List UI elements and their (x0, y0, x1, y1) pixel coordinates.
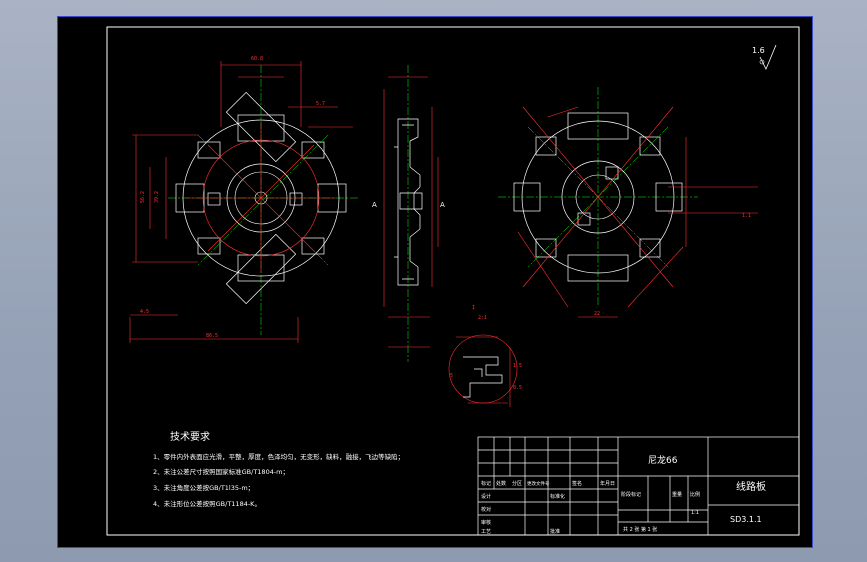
col-label: 处数 (496, 480, 506, 487)
dim-bottom-width: 86.5 (206, 333, 218, 339)
material: 尼龙66 (648, 454, 678, 466)
standardization-label: 标准化 (550, 493, 565, 500)
weight-label: 重量 (672, 491, 682, 498)
row-label: 审核 (481, 519, 491, 526)
row-label: 工艺 (481, 529, 491, 535)
detail-scale: 2:1 (478, 315, 487, 321)
sheet-info: 共 2 张 第 1 张 (623, 526, 657, 533)
tech-requirement-item: 2、未注公差尺寸按照国家标准GB/T1804-m； (153, 467, 289, 476)
tech-requirements: 技术要求 1、零件内外表面应光滑，平整，厚度，色泽均匀，无变形，缺料，融接，飞边… (153, 430, 404, 508)
tech-requirement-item: 3、未注角度公差按GB/T1l35-m； (153, 483, 254, 492)
tech-requirement-item: 4、未注形位公差按照GB/T1184-K。 (153, 499, 261, 508)
dim-right-small: 5.7 (316, 101, 325, 107)
dim-right-view-right: 1.1 (742, 213, 751, 219)
drawing-border (106, 26, 800, 536)
tech-requirements-title: 技术要求 (170, 430, 210, 443)
roughness-value: 1.6 (752, 46, 765, 55)
section-view: A A (372, 65, 445, 362)
scale-value: 1:1 (691, 510, 699, 516)
drawing-number: SD3.1.1 (730, 515, 762, 524)
dim-top-width: 60.8 (251, 56, 263, 62)
col-label: 更改文件号 (527, 480, 550, 487)
dim-bottom-left: 4.5 (140, 309, 149, 315)
cad-drawing[interactable]: 1.6 (58, 17, 812, 547)
dim-right-view-bottom: 22 (594, 311, 600, 317)
front-view: 60.8 56.2 39.2 86.5 4.5 5.7 (129, 56, 358, 343)
detail-caption: I (472, 305, 475, 311)
row-label: 校对 (481, 506, 491, 513)
stage-label: 阶段标记 (621, 491, 641, 498)
col-label: 分区 (512, 480, 522, 487)
section-label-left: A (372, 201, 377, 209)
approve-label: 批准 (550, 528, 560, 535)
dim-left-height: 56.2 (140, 191, 146, 203)
row-label: 标记 (481, 480, 491, 487)
scale-label: 比例 (690, 491, 700, 498)
dim-left-small: 39.2 (154, 191, 160, 203)
drawing-viewport[interactable]: 1.6 (57, 16, 813, 548)
roughness-symbol: 1.6 (752, 44, 777, 70)
col-label: 签名 (572, 480, 582, 487)
tech-requirement-item: 1、零件内外表面应光滑，平整，厚度，色泽均匀，无变形，缺料，融接，飞边等缺陷； (153, 452, 404, 461)
top-view: 1.1 22 (498, 87, 758, 318)
section-label-right: A (440, 201, 445, 209)
dim-detail-3: 5 (450, 373, 453, 379)
part-name: 线路板 (736, 480, 766, 493)
row-label: 设计 (481, 493, 491, 500)
title-block: 尼龙66 线路板 SD3.1.1 标记 设计 校对 审核 工艺 处数 分区 更改… (477, 436, 800, 536)
detail-view: I 2:1 1.5 0.5 5 (448, 305, 522, 407)
dim-detail-1: 1.5 (513, 363, 522, 369)
col-label: 年月日 (600, 480, 615, 487)
dim-detail-2: 0.5 (513, 385, 522, 391)
